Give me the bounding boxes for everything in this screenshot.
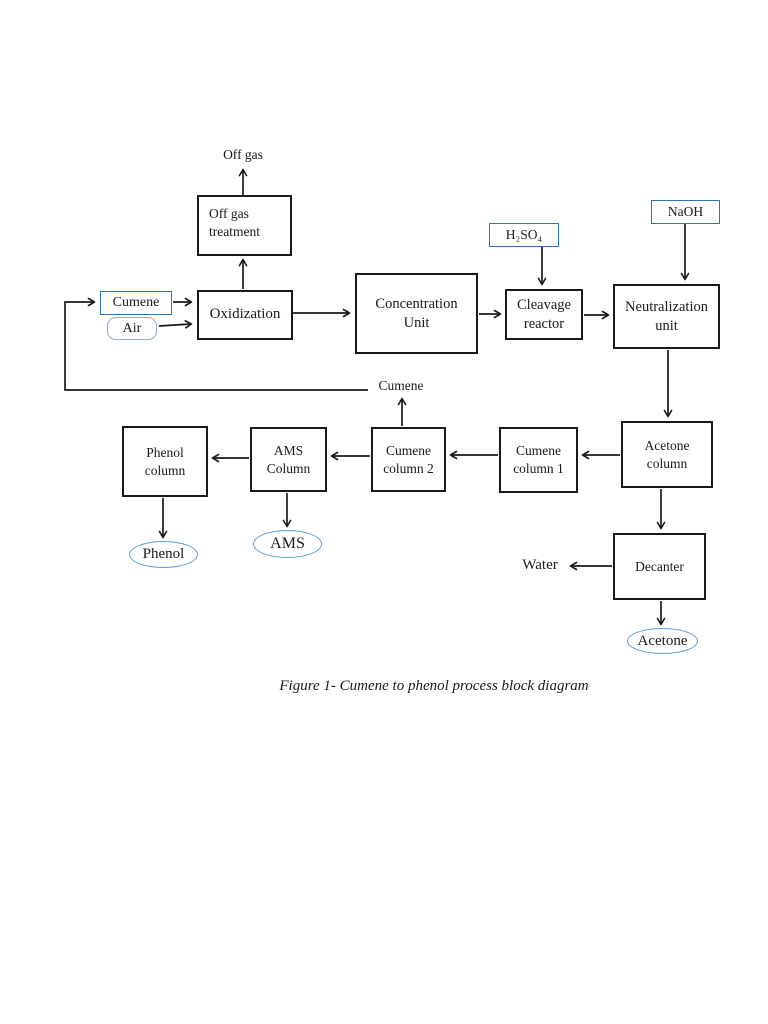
air-feed-box: Air	[107, 317, 157, 340]
acetone-product-oval: Acetone	[627, 628, 698, 654]
ams-product-oval: AMS	[253, 530, 322, 558]
cumene-column-2-box: Cumene column 2	[371, 427, 446, 492]
off-gas-treatment-box: Off gas treatment	[197, 195, 292, 256]
naoh-feed-box: NaOH	[651, 200, 720, 224]
cumene-feed-box: Cumene	[100, 291, 172, 315]
phenol-column-box: Phenol column	[122, 426, 208, 497]
ams-column-box: AMS Column	[250, 427, 327, 492]
water-label: Water	[522, 557, 558, 573]
arrow-air-to-oxidization	[158, 320, 193, 329]
neutralization-unit-box: Neutralization unit	[613, 284, 720, 349]
cumene-recycle-label: Cumene	[378, 378, 424, 393]
h2so4-feed-box: H₂SO₄	[489, 223, 559, 247]
oxidization-box: Oxidization	[197, 290, 293, 340]
recycle-line-to-cumene-feed	[64, 297, 368, 391]
off-gas-label: Off gas	[223, 147, 263, 162]
cleavage-reactor-box: Cleavage reactor	[505, 289, 583, 340]
cumene-column-1-box: Cumene column 1	[499, 427, 578, 493]
decanter-box: Decanter	[613, 533, 706, 600]
figure-caption: Figure 1- Cumene to phenol process block…	[279, 678, 589, 694]
acetone-column-box: Acetone column	[621, 421, 713, 488]
concentration-unit-box: Concentration Unit	[355, 273, 478, 354]
phenol-product-oval: Phenol	[129, 541, 198, 568]
